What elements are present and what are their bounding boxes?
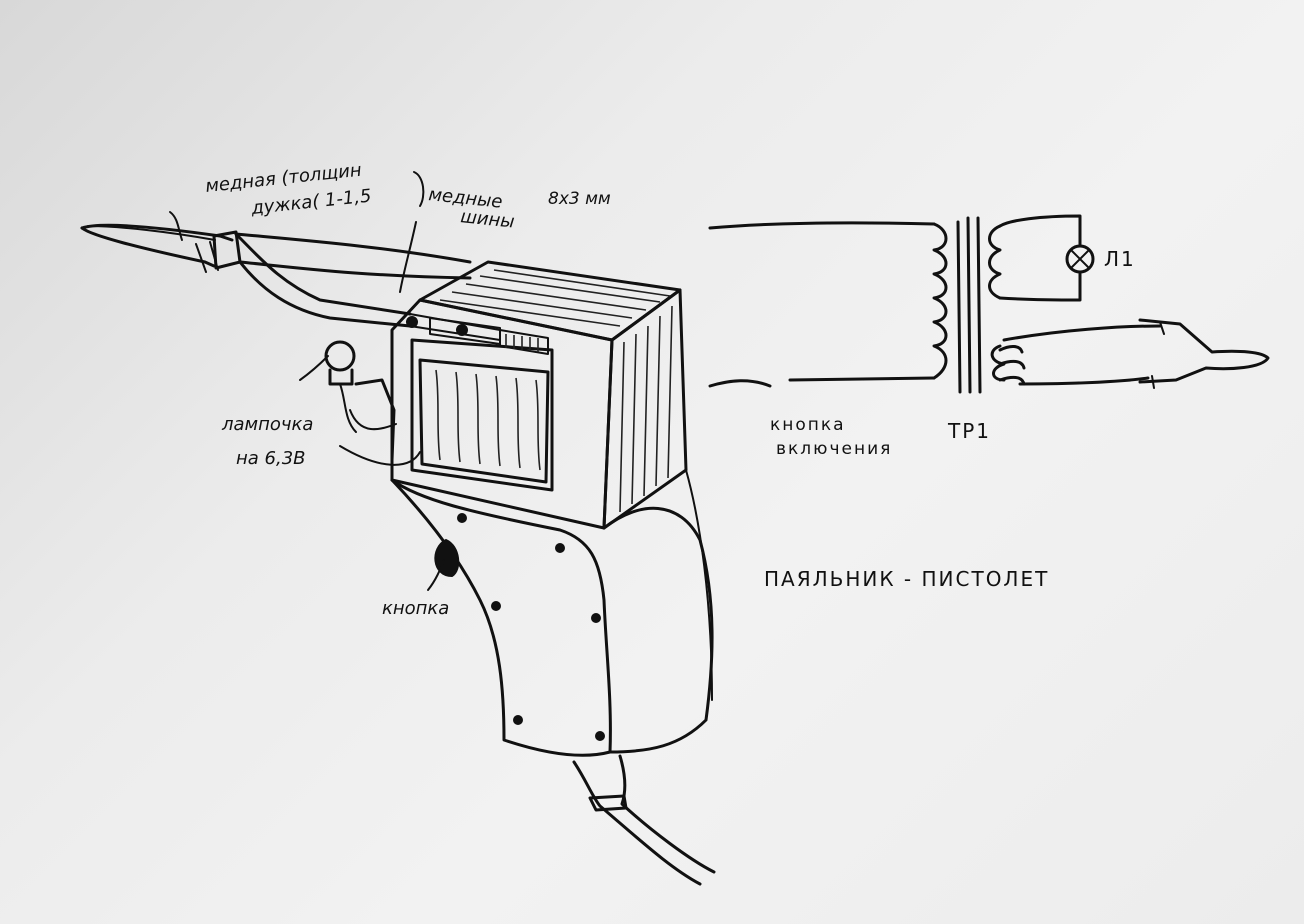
label-copper-bars-2: шины xyxy=(459,206,515,233)
copper-tip xyxy=(80,223,242,273)
leader-lines xyxy=(169,171,445,591)
indicator-lamp xyxy=(324,340,421,466)
label-power-button: кнопка xyxy=(770,415,846,435)
gun-handle xyxy=(390,469,714,757)
label-lamp-ref: Л1 xyxy=(1104,247,1136,271)
schematic xyxy=(708,214,1270,394)
diagram-title: ПАЯЛЬНИК - ПИСТОЛЕТ xyxy=(764,567,1049,591)
label-transformer: ТР1 xyxy=(947,419,991,443)
label-lamp-2: на 6,3В xyxy=(236,448,306,469)
label-button: кнопка xyxy=(382,598,449,619)
label-power-button-2: включения xyxy=(776,439,892,459)
label-lamp: лампочка xyxy=(221,414,313,435)
copper-bars xyxy=(234,232,501,341)
label-bar-size: 8х3 мм xyxy=(548,189,611,209)
power-cable xyxy=(572,754,716,886)
transformer-block xyxy=(390,260,688,530)
